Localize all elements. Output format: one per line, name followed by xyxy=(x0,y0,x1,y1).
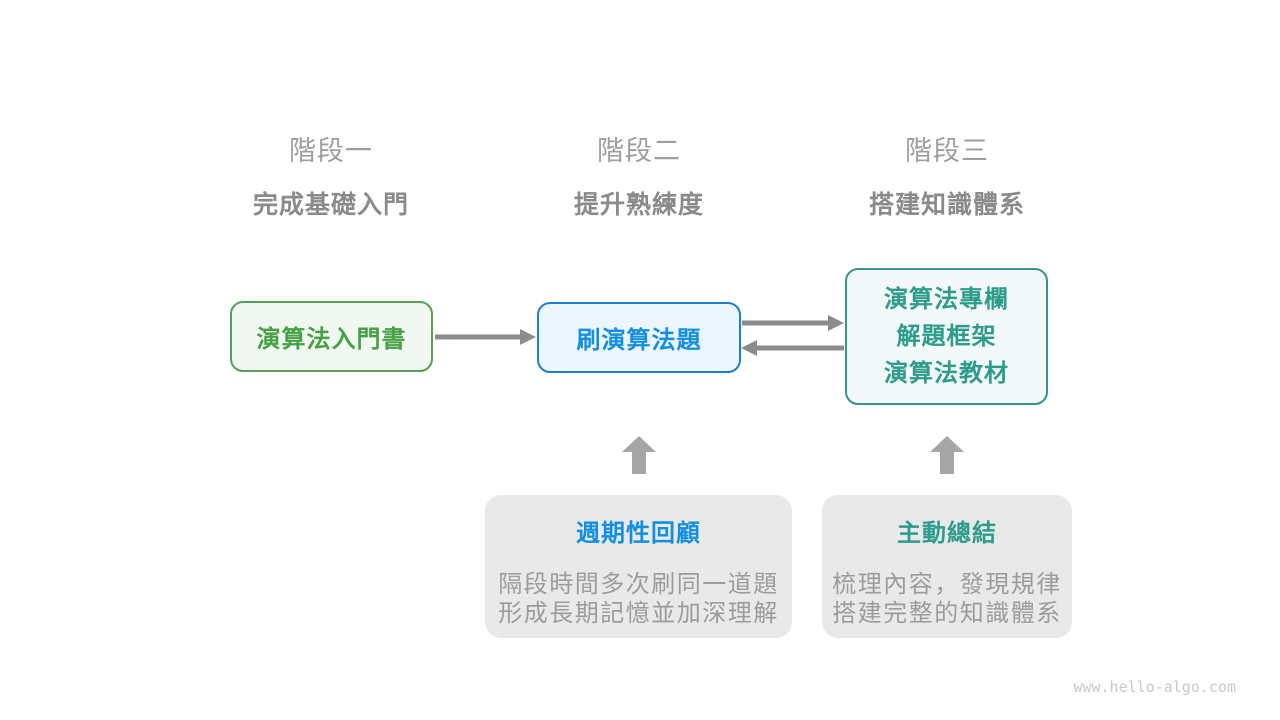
note-periodic-review-title: 週期性回顧 xyxy=(576,520,701,547)
node-advanced-line-1: 演算法專欄 xyxy=(884,286,1009,313)
arrow-up-icon xyxy=(929,436,965,479)
node-advanced-line-3: 演算法教材 xyxy=(884,360,1009,387)
stage-3-label: 階段三 xyxy=(905,136,989,166)
stage-2-label: 階段二 xyxy=(597,136,681,166)
stage-1-subtitle: 完成基礎入門 xyxy=(252,191,409,219)
note-active-summary-title: 主動總結 xyxy=(897,520,997,547)
note-desc-line: 形成長期記憶並加深理解 xyxy=(498,600,779,627)
arrow-left-icon xyxy=(741,339,844,357)
stage-1-label: 階段一 xyxy=(289,136,373,166)
arrow-right-icon xyxy=(742,314,844,332)
stage-2-header: 階段二 提升熟練度 xyxy=(509,129,769,221)
node-practice-problems: 刷演算法題 xyxy=(537,302,741,373)
node-advanced-resources: 演算法專欄 解題框架 演算法教材 xyxy=(845,268,1048,405)
watermark: www.hello-algo.com xyxy=(1073,678,1236,696)
node-intro-book-label: 演算法入門書 xyxy=(256,326,407,353)
stage-2-subtitle: 提升熟練度 xyxy=(573,191,704,219)
note-active-summary: 主動總結 梳理內容，發現規律 搭建完整的知識體系 xyxy=(822,495,1072,638)
note-periodic-review-desc: 隔段時間多次刷同一道題 形成長期記憶並加深理解 xyxy=(498,570,779,628)
node-intro-book: 演算法入門書 xyxy=(230,301,433,372)
node-practice-problems-label: 刷演算法題 xyxy=(576,327,702,354)
arrow-right-icon xyxy=(435,328,536,346)
note-active-summary-desc: 梳理內容，發現規律 搭建完整的知識體系 xyxy=(832,570,1062,628)
node-advanced-line-2: 解題框架 xyxy=(896,323,997,350)
note-desc-line: 搭建完整的知識體系 xyxy=(832,600,1062,627)
note-periodic-review: 週期性回顧 隔段時間多次刷同一道題 形成長期記憶並加深理解 xyxy=(485,495,792,638)
arrow-up-icon xyxy=(621,436,657,479)
stage-3-header: 階段三 搭建知識體系 xyxy=(817,129,1077,221)
note-desc-line: 隔段時間多次刷同一道題 xyxy=(498,571,779,598)
stage-1-header: 階段一 完成基礎入門 xyxy=(201,129,461,221)
stage-3-subtitle: 搭建知識體系 xyxy=(868,191,1025,219)
note-desc-line: 梳理內容，發現規律 xyxy=(832,571,1062,598)
